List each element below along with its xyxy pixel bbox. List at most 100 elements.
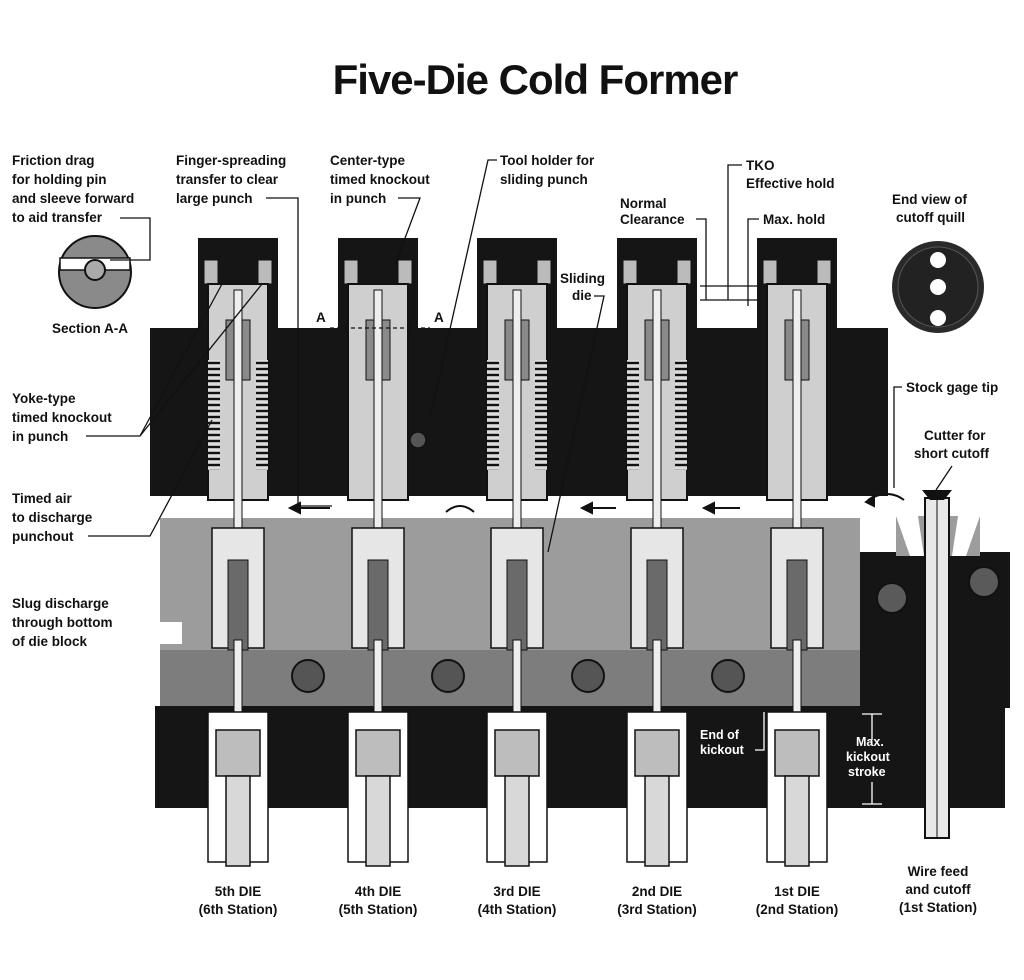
svg-text:End of: End of bbox=[700, 728, 740, 742]
section-a-a-label: Section A-A bbox=[52, 321, 128, 336]
punch-pin-right bbox=[676, 259, 692, 285]
die-insert bbox=[506, 559, 528, 651]
punch-pin-right bbox=[397, 259, 413, 285]
station-labels: 5th DIE(6th Station)4th DIE(5th Station)… bbox=[199, 864, 977, 917]
punch-pin-right bbox=[257, 259, 273, 285]
station-number-label: (3rd Station) bbox=[617, 902, 697, 917]
svg-text:and sleeve forward: and sleeve forward bbox=[12, 191, 134, 206]
die-dowel bbox=[431, 659, 465, 693]
die-insert bbox=[646, 559, 668, 651]
svg-text:of die block: of die block bbox=[12, 634, 88, 649]
svg-text:Stock gage tip: Stock gage tip bbox=[906, 380, 998, 395]
kickout-rod bbox=[504, 775, 530, 867]
svg-text:Finger-spreading: Finger-spreading bbox=[176, 153, 286, 168]
section-mark-right: A bbox=[434, 310, 444, 325]
die-dowel bbox=[711, 659, 745, 693]
kickout-rod bbox=[365, 775, 391, 867]
svg-text:in punch: in punch bbox=[12, 429, 68, 444]
punch-pin-right bbox=[536, 259, 552, 285]
section-mark-left: A bbox=[316, 310, 326, 325]
svg-text:Normal: Normal bbox=[620, 196, 667, 211]
page-title: Five-Die Cold Former bbox=[332, 56, 739, 103]
svg-text:short cutoff: short cutoff bbox=[914, 446, 989, 461]
svg-text:punchout: punchout bbox=[12, 529, 74, 544]
svg-text:to aid transfer: to aid transfer bbox=[12, 210, 103, 225]
svg-text:timed knockout: timed knockout bbox=[12, 410, 112, 425]
callout-center-knockout: Center-type timed knockout in punch bbox=[330, 153, 430, 266]
svg-text:cutoff quill: cutoff quill bbox=[896, 210, 965, 225]
cutoff-quill-end-view bbox=[892, 241, 984, 333]
station-extra-label: (1st Station) bbox=[899, 900, 977, 915]
svg-text:Yoke-type: Yoke-type bbox=[12, 391, 76, 406]
punch-pin-left bbox=[203, 259, 219, 285]
callout-yoke-knockout: Yoke-type timed knockout in punch bbox=[12, 283, 263, 444]
die-insert bbox=[786, 559, 808, 651]
svg-text:through bottom: through bottom bbox=[12, 615, 112, 630]
svg-text:kickout: kickout bbox=[700, 743, 745, 757]
station-die-label: Wire feed bbox=[908, 864, 969, 879]
punch-pin-right bbox=[816, 259, 832, 285]
station-number-label: (5th Station) bbox=[339, 902, 418, 917]
section-a-a-view bbox=[58, 235, 132, 309]
callout-stock-gage: Stock gage tip bbox=[893, 380, 998, 488]
callout-friction-drag: Friction drag for holding pin and sleeve… bbox=[12, 153, 151, 261]
svg-text:sliding punch: sliding punch bbox=[500, 172, 588, 187]
svg-text:for holding pin: for holding pin bbox=[12, 172, 106, 187]
svg-text:large punch: large punch bbox=[176, 191, 253, 206]
knockout-spring bbox=[627, 360, 639, 470]
die-insert bbox=[367, 559, 389, 651]
svg-text:timed knockout: timed knockout bbox=[330, 172, 430, 187]
svg-text:Max.: Max. bbox=[856, 735, 884, 749]
transfer-arrows bbox=[287, 493, 905, 515]
callout-tko: TKO Effective hold Max. hold bbox=[727, 158, 835, 306]
callout-end-of-kickout: End of kickout bbox=[700, 712, 765, 757]
knockout-spring bbox=[256, 360, 268, 470]
svg-text:Clearance: Clearance bbox=[620, 212, 685, 227]
svg-text:Slug discharge: Slug discharge bbox=[12, 596, 109, 611]
knockout-pin bbox=[373, 289, 383, 551]
svg-text:in punch: in punch bbox=[330, 191, 386, 206]
die-dowel bbox=[571, 659, 605, 693]
svg-text:kickout: kickout bbox=[846, 750, 891, 764]
kickout-rod bbox=[225, 775, 251, 867]
kickout-head bbox=[774, 729, 820, 777]
callout-normal-clearance: Normal Clearance bbox=[620, 196, 760, 301]
callout-timed-air: Timed air to discharge punchout bbox=[12, 419, 213, 544]
knockout-pin bbox=[233, 289, 243, 551]
station-die-label: 3rd DIE bbox=[493, 884, 540, 899]
knockout-spring bbox=[675, 360, 687, 470]
svg-text:Cutter for: Cutter for bbox=[924, 428, 986, 443]
punch-pin-left bbox=[762, 259, 778, 285]
knockout-pin bbox=[792, 289, 802, 551]
callout-slug-discharge: Slug discharge through bottom of die blo… bbox=[12, 596, 182, 649]
kickout-head bbox=[494, 729, 540, 777]
knockout-spring bbox=[208, 360, 220, 470]
callout-max-kickout: Max. kickout stroke bbox=[846, 713, 891, 805]
svg-text:Sliding: Sliding bbox=[560, 271, 605, 286]
station-die-label: 1st DIE bbox=[774, 884, 820, 899]
svg-text:Tool holder for: Tool holder for bbox=[500, 153, 595, 168]
station-die-label: 4th DIE bbox=[355, 884, 402, 899]
svg-text:transfer to clear: transfer to clear bbox=[176, 172, 279, 187]
svg-text:Friction drag: Friction drag bbox=[12, 153, 95, 168]
knockout-pin bbox=[512, 289, 522, 551]
knockout-pin bbox=[652, 289, 662, 551]
svg-text:Max. hold: Max. hold bbox=[763, 212, 825, 227]
callout-end-view: End view of cutoff quill bbox=[892, 192, 968, 225]
svg-text:TKO: TKO bbox=[746, 158, 775, 173]
svg-text:die: die bbox=[572, 288, 592, 303]
knockout-spring bbox=[487, 360, 499, 470]
callout-cutter: Cutter for short cutoff bbox=[914, 428, 989, 491]
svg-text:End view of: End view of bbox=[892, 192, 968, 207]
svg-text:stroke: stroke bbox=[848, 765, 886, 779]
station-number-label: (2nd Station) bbox=[756, 902, 839, 917]
die-dowel bbox=[291, 659, 325, 693]
tool-holder-bolt bbox=[409, 431, 427, 449]
wire-feed-station bbox=[876, 490, 1000, 839]
svg-text:Timed air: Timed air bbox=[12, 491, 73, 506]
section-marker: A A bbox=[316, 310, 444, 329]
station-number-label: (6th Station) bbox=[199, 902, 278, 917]
kickout-rod bbox=[784, 775, 810, 867]
station-tooling bbox=[207, 283, 828, 867]
